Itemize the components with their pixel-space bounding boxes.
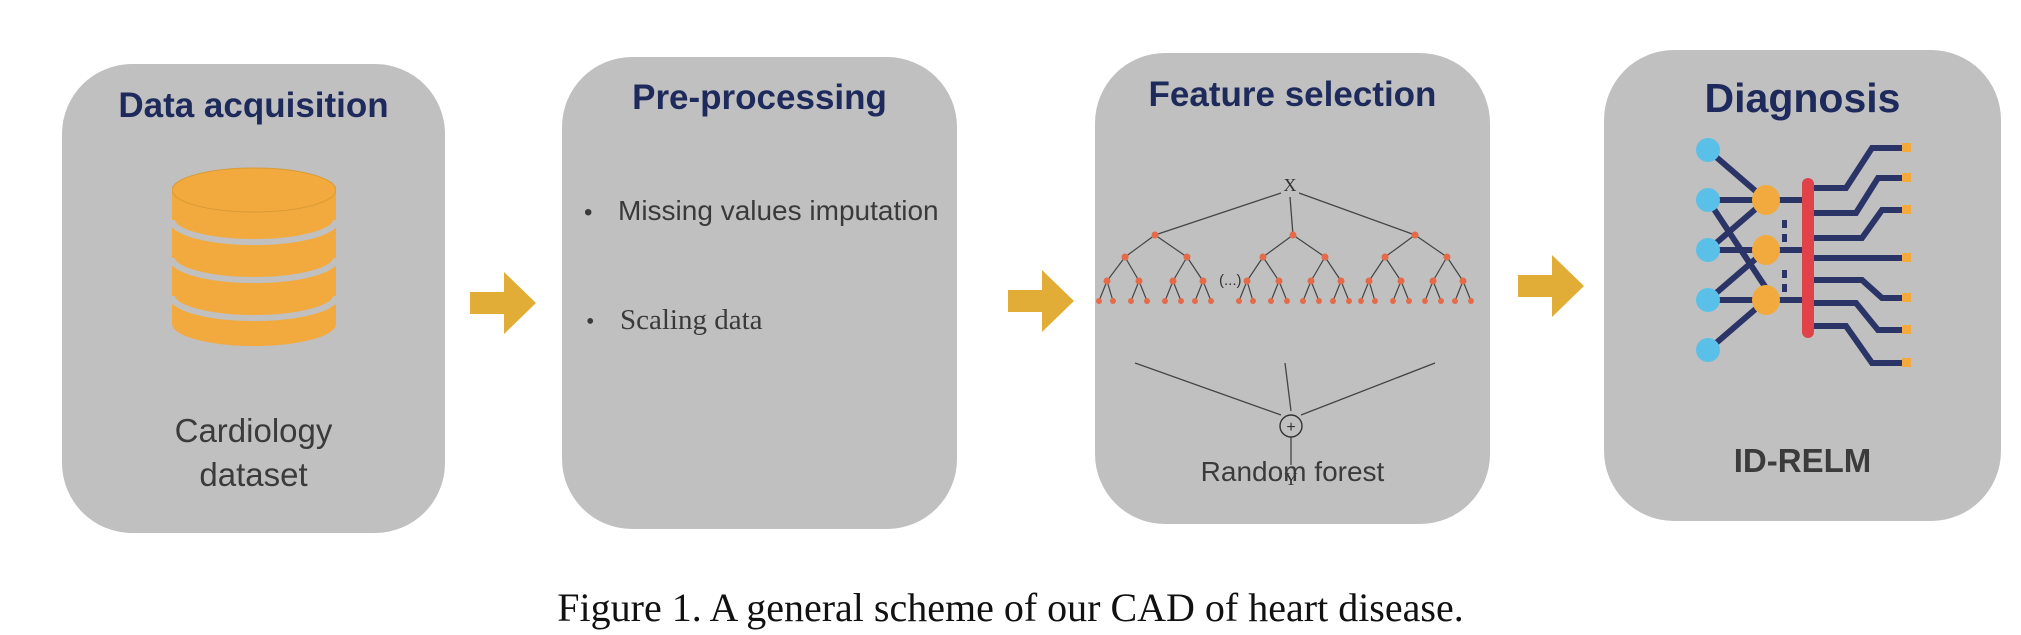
forest-input-label: X — [1284, 175, 1297, 195]
decision-tree — [1360, 234, 1472, 302]
combine-symbol: + — [1286, 419, 1295, 436]
diagnosis-title: Diagnosis — [1704, 75, 1901, 121]
bullet-item: •Missing values imputation — [584, 195, 939, 226]
combine-node — [1279, 414, 1303, 438]
dataset-label-line1: Cardiology — [174, 412, 333, 449]
bullet-item: •Scaling data — [586, 304, 763, 336]
forest-output-label: Y — [1285, 469, 1298, 489]
bullet-text: Missing values imputation — [618, 195, 939, 226]
flow-arrow-2 — [1008, 270, 1074, 332]
figure-caption: Figure 1. A general scheme of our CAD of… — [557, 585, 1464, 630]
decision-tree — [1098, 234, 1212, 302]
pre-processing-panel: Pre-processing •Missing values imputatio… — [562, 57, 957, 529]
diagnosis-panel: Diagnosis — [1604, 50, 2001, 521]
pre-processing-title: Pre-processing — [632, 78, 887, 117]
random-forest-icon: X — [1095, 173, 1490, 493]
forest-ellipsis: (...) — [1219, 272, 1242, 289]
flow-arrow-1 — [470, 272, 536, 334]
id-relm-label: ID-RELM — [1733, 442, 1872, 479]
bullet-text: Scaling data — [620, 304, 763, 336]
feature-selection-panel: Feature selection X — [1095, 53, 1490, 524]
data-acquisition-title: Data acquisition — [118, 86, 389, 125]
data-acquisition-panel: Data acquisition Cardiology dataset — [62, 64, 445, 533]
decision-tree — [1238, 234, 1350, 302]
neural-network-icon — [1696, 138, 1916, 378]
database-icon — [172, 156, 336, 356]
feature-selection-title: Feature selection — [1148, 75, 1437, 114]
dataset-label-line2: dataset — [199, 456, 308, 493]
random-forest-label: Random forest — [1200, 456, 1385, 487]
flow-arrow-3 — [1518, 255, 1584, 317]
